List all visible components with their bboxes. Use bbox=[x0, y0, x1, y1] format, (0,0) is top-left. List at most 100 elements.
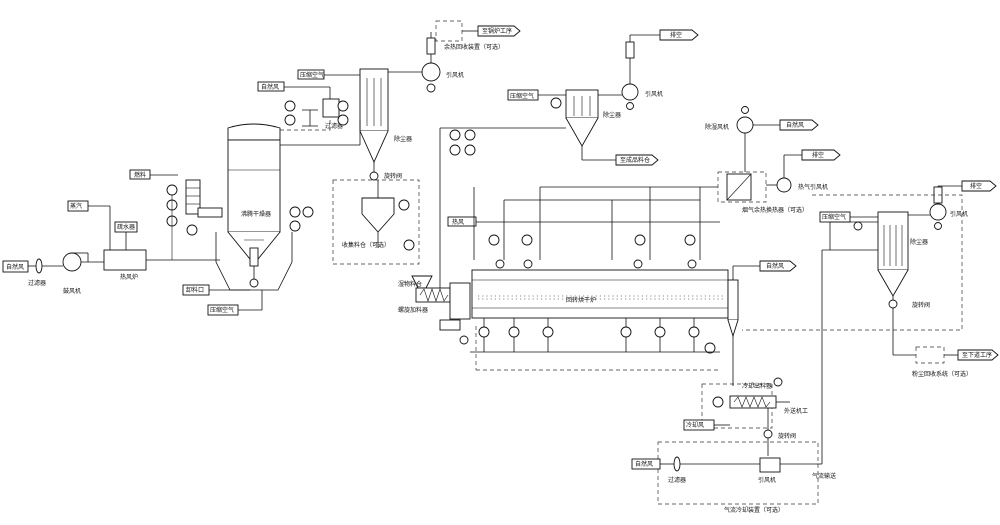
gauge-icon bbox=[186, 224, 198, 236]
valve-icon bbox=[495, 259, 505, 269]
compressed-air-right-label: 压缩空气 bbox=[822, 213, 846, 221]
to-process-2-label: 至下道工序 bbox=[962, 351, 992, 359]
cooler-label: 冷却出料器 bbox=[742, 382, 772, 390]
valve-icon bbox=[633, 259, 643, 269]
gauge-icon bbox=[478, 326, 490, 338]
gauge-icon bbox=[464, 144, 476, 156]
exhaust-fan-4-icon bbox=[929, 203, 947, 221]
gauge-icon bbox=[704, 342, 716, 354]
gauge-icon bbox=[521, 234, 533, 246]
exhaust-fan-4-label: 引风机 bbox=[950, 210, 968, 218]
heat-exchanger-label: 烟气余热换热器（可选） bbox=[742, 206, 808, 214]
gauge-icon bbox=[712, 396, 724, 408]
gauge-icon bbox=[403, 239, 415, 251]
dryer-outlet bbox=[727, 279, 739, 321]
dehum-fan-icon bbox=[736, 116, 754, 134]
air-inlet-box bbox=[2, 260, 29, 273]
screw-feeder-label: 螺旋加料器 bbox=[398, 306, 428, 314]
natural-air-box bbox=[257, 81, 285, 92]
hot-air-furnace-label: 热风炉 bbox=[120, 273, 138, 281]
cyclone-2: 压缩空气 除尘器 至成品料仓 引风机 排空 bbox=[439, 29, 699, 290]
cyclone-3: 压缩空气 除尘器 旋转阀 引风机 排空 粉尘回收系统（可选） 至下道工序 bbox=[742, 180, 999, 378]
air-inlet-label: 自然风 bbox=[6, 263, 24, 271]
gauge-icon bbox=[488, 234, 500, 246]
natural-air-label: 自然风 bbox=[261, 83, 279, 91]
recovery-label: 粉尘回收系统（可选） bbox=[912, 370, 972, 378]
gauge-icon bbox=[688, 326, 700, 338]
collector-silo bbox=[361, 197, 395, 233]
treatment-label: 余热回收装置（可选） bbox=[444, 43, 504, 51]
exhaust-fan-3-icon bbox=[776, 177, 792, 193]
dryer-inlet-head bbox=[449, 282, 471, 320]
main-dryer-label: 回转烘干炉 bbox=[566, 296, 596, 304]
gauge-icon bbox=[550, 97, 562, 109]
vent-mid-label: 排空 bbox=[812, 151, 824, 159]
to-process-1-flag bbox=[477, 25, 521, 37]
cooling-air-label: 冷却风 bbox=[686, 421, 704, 429]
fuel-tank bbox=[185, 179, 201, 215]
air-filter-top bbox=[322, 98, 340, 118]
vent-top-flag bbox=[659, 29, 699, 41]
collector-label: 收集料仓（可选） bbox=[342, 241, 390, 249]
cyclone-1: 压缩空气 除尘器 旋转阀 收集料仓（可选） 引风机 余热回收装置（可选） 至锅炉… bbox=[280, 20, 521, 265]
exhaust-fan-1-label: 引风机 bbox=[446, 71, 464, 79]
natural-air-mid-label: 自然风 bbox=[786, 121, 804, 129]
natural-air-mid-flag bbox=[779, 119, 819, 131]
gauge-icon bbox=[398, 199, 410, 211]
to-process-1-label: 至锅炉工序 bbox=[482, 27, 512, 35]
exhaust-fan-2-icon bbox=[621, 83, 639, 101]
to-process-2-flag bbox=[957, 349, 999, 361]
vent-mid-flag bbox=[801, 149, 841, 161]
mixer-bottom-label: 气流输送 bbox=[812, 472, 836, 480]
blower-bottom-label: 引风机 bbox=[758, 476, 776, 484]
dryer-fins bbox=[478, 295, 724, 300]
hot-air-in-label: 热风 bbox=[452, 218, 464, 226]
gauge-icon bbox=[464, 129, 476, 141]
gauge-icon bbox=[284, 100, 296, 112]
exhaust-fan-3-label: 热气引风机 bbox=[798, 183, 828, 191]
heat-exchanger-group: 除湿风机 自然风 烟气余热换热器（可选） 热气引风机 排空 bbox=[540, 106, 841, 214]
vent-top-label: 排空 bbox=[670, 31, 682, 39]
motor-icon bbox=[741, 106, 749, 114]
filter-icon bbox=[673, 456, 681, 472]
gauge-icon bbox=[542, 326, 554, 338]
natural-air-bottom-label: 自然风 bbox=[635, 460, 653, 468]
motor-icon bbox=[934, 222, 942, 230]
cooler-group: 冷却出料器 冷却风 外送机工 旋转阀 气流冷却装置（可选） 自然风 过滤器 引风… bbox=[631, 249, 878, 514]
main-dryer: 热风 回转烘干炉 湿物料仓 螺旋加料器 bbox=[398, 187, 797, 371]
dryer-label: 沸腾干燥器 bbox=[241, 210, 271, 218]
blower-icon bbox=[62, 252, 82, 272]
left-air-supply: 自然风 过滤器 鼓风机 热风炉 疏水器 蒸汽 燃料 bbox=[2, 169, 223, 295]
valve-icon bbox=[687, 259, 697, 269]
dryer-body bbox=[227, 139, 281, 233]
filter-bottom-label: 过滤器 bbox=[668, 476, 686, 484]
dehum-fan-label: 除湿风机 bbox=[705, 123, 729, 131]
rotary-valve-icon bbox=[763, 429, 773, 439]
fuel-feeder bbox=[197, 207, 223, 218]
gauge-icon bbox=[853, 221, 863, 231]
cyclone-3-body bbox=[877, 211, 909, 271]
cyclone-2-label: 除尘器 bbox=[603, 111, 621, 119]
silencer-icon bbox=[426, 37, 436, 55]
vent-right-label: 排空 bbox=[970, 182, 982, 190]
valve-icon bbox=[249, 278, 259, 288]
discharge-label: 卸料口 bbox=[186, 286, 204, 294]
silencer-icon bbox=[625, 41, 635, 59]
compressed-air-top-label: 压缩空气 bbox=[300, 71, 324, 79]
steam-label: 蒸汽 bbox=[70, 202, 82, 210]
compressed-air-mid-label: 压缩空气 bbox=[510, 92, 534, 100]
gauge-icon bbox=[449, 129, 461, 141]
fuel-label: 燃料 bbox=[134, 171, 146, 179]
treatment-box bbox=[435, 20, 463, 42]
compressed-air-bottom-label: 压缩空气 bbox=[210, 306, 234, 314]
gauge-icon bbox=[289, 206, 301, 218]
gauge-icon bbox=[284, 114, 296, 126]
conveyor-label: 旋转阀 bbox=[778, 432, 796, 440]
fuel-box bbox=[129, 169, 151, 180]
rotary-valve-icon bbox=[888, 299, 898, 309]
rotary-valve-icon bbox=[369, 171, 379, 181]
exhaust-fan-2-label: 引风机 bbox=[645, 90, 663, 98]
compressed-air-top-box bbox=[297, 69, 325, 80]
filter-top-label: 过滤器 bbox=[325, 122, 343, 130]
gauge-icon bbox=[289, 220, 301, 232]
